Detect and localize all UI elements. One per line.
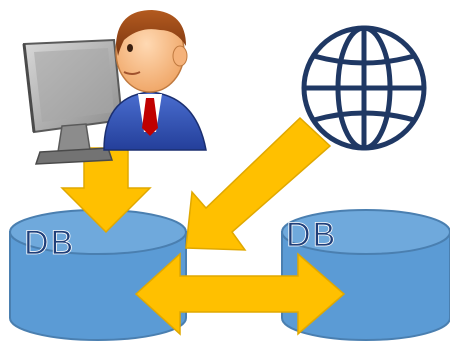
person-hair — [116, 10, 186, 56]
database-right-label: DB — [286, 216, 337, 254]
arrow-down-icon — [60, 147, 152, 234]
arrow-bidirectional-icon — [134, 252, 346, 336]
database-right: DB — [281, 209, 450, 341]
database-left-label: DB — [24, 224, 75, 262]
user-at-computer-icon — [22, 10, 207, 165]
arrow-diagonal-icon — [185, 116, 332, 251]
globe-icon — [301, 25, 427, 151]
database-left-body — [9, 231, 187, 341]
database-right-top — [281, 209, 450, 255]
database-right-body — [281, 231, 450, 341]
